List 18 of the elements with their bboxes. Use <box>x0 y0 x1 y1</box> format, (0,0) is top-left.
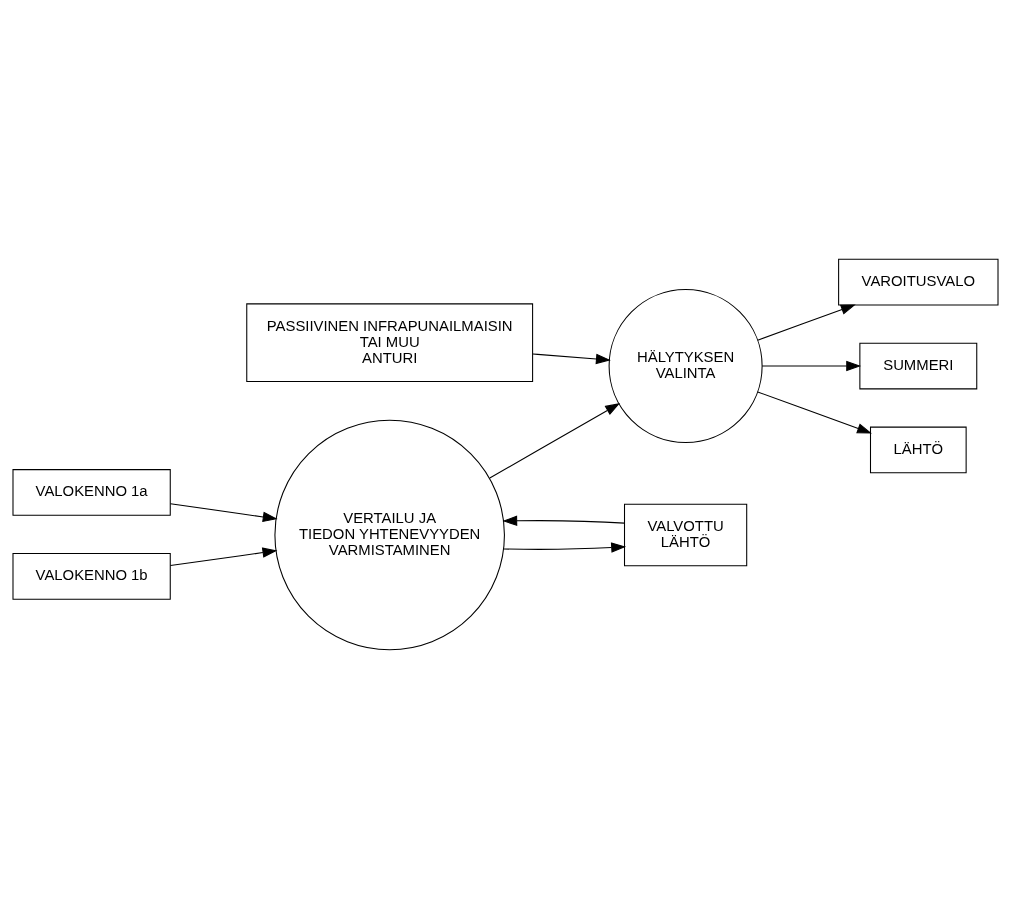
node-box: VAROITUSVALO <box>838 258 999 306</box>
arrow <box>761 360 862 372</box>
arrow <box>757 304 856 341</box>
arrow <box>532 353 611 365</box>
arrow <box>169 547 278 567</box>
node-circle: HÄLYTYKSEN VALINTA <box>608 289 763 444</box>
node-box: PASSIIVINEN INFRAPUNAILMAISIN TAI MUU ANTURI <box>246 303 534 382</box>
node-box: SUMMERI <box>859 342 978 390</box>
node-box: VALVOTTU LÄHTÖ <box>624 503 748 567</box>
arrow <box>169 503 278 523</box>
node-box: VALOKENNO 1a <box>12 469 171 516</box>
arrow <box>503 542 627 553</box>
arrow <box>489 403 621 479</box>
node-box: VALOKENNO 1b <box>12 553 171 600</box>
arrow <box>502 515 625 526</box>
arrow <box>757 391 872 434</box>
node-box: LÄHTÖ <box>869 426 967 474</box>
node-circle: VERTAILU JA TIEDON YHTENEVYYDEN VARMISTAMINEN <box>274 419 505 651</box>
